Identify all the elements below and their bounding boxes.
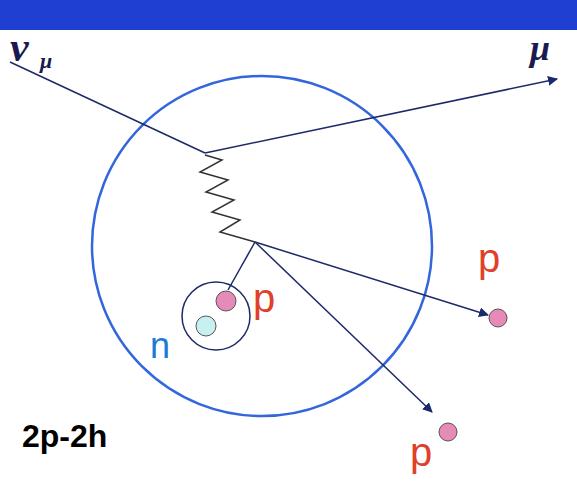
process-name: 2p-2h — [22, 420, 107, 452]
neutron-dot — [196, 316, 216, 336]
muon-symbol: μ — [530, 30, 550, 66]
neutrino-line — [10, 62, 205, 153]
pair-line — [228, 242, 255, 290]
nucleus-circle — [92, 76, 432, 416]
header-bar — [0, 0, 577, 30]
proton-dot — [439, 423, 457, 441]
proton-label: p — [253, 278, 275, 318]
proton-label: p — [478, 238, 500, 278]
nucleon-pair-circle — [182, 282, 250, 350]
proton-label: p — [410, 432, 432, 472]
proton-track — [255, 242, 432, 412]
neutron-label: n — [150, 328, 170, 364]
proton-dot — [216, 291, 236, 311]
boson-wiggle — [200, 155, 255, 242]
flavor-subscript: μ — [40, 50, 52, 72]
neutrino-symbol: ν — [10, 26, 29, 68]
proton-dot — [489, 309, 507, 327]
proton-track — [255, 242, 488, 315]
muon-line — [205, 79, 557, 153]
